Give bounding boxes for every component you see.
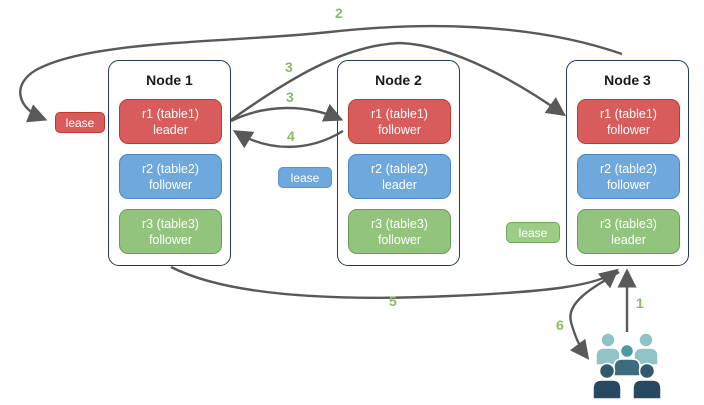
replica-name: r3 (table3) xyxy=(371,216,428,231)
node-2-replica-r2: r2 (table2) leader xyxy=(348,154,451,199)
step-number-4: 4 xyxy=(287,128,295,144)
replica-role: leader xyxy=(611,232,646,247)
replica-name: r2 (table2) xyxy=(371,161,428,176)
node-2-title: Node 2 xyxy=(375,72,422,88)
step-number-2: 2 xyxy=(335,5,343,21)
node-1-replica-r1: r1 (table1) leader xyxy=(119,99,222,144)
replica-role: follower xyxy=(148,177,193,192)
node-1-replica-r3: r3 (table3) follower xyxy=(119,209,222,254)
replica-role: follower xyxy=(377,232,422,247)
replica-name: r2 (table2) xyxy=(142,161,199,176)
node-2-box: Node 2 r1 (table1) follower r2 (table2) … xyxy=(337,60,460,266)
node-3-box: Node 3 r1 (table1) follower r2 (table2) … xyxy=(566,60,689,266)
step-number-5: 5 xyxy=(389,293,397,309)
replica-role: follower xyxy=(148,232,193,247)
replica-role: follower xyxy=(606,177,651,192)
step-number-3b: 3 xyxy=(286,89,294,105)
node-1-box: Node 1 r1 (table1) leader r2 (table2) fo… xyxy=(108,60,231,266)
step-number-3a: 3 xyxy=(285,59,293,75)
replica-role: leader xyxy=(382,177,417,192)
lease-label-green: lease xyxy=(506,222,560,243)
lease-label-blue: lease xyxy=(278,167,332,188)
replica-name: r1 (table1) xyxy=(600,106,657,121)
arrow-step-3-node1-to-node2 xyxy=(230,103,344,123)
node-3-title: Node 3 xyxy=(604,72,651,88)
replica-role: follower xyxy=(377,122,422,137)
step-number-1: 1 xyxy=(636,295,644,311)
node-3-replica-r1: r1 (table1) follower xyxy=(577,99,680,144)
users-icon xyxy=(592,332,662,400)
node-3-replica-r2: r2 (table2) follower xyxy=(577,154,680,199)
replica-name: r2 (table2) xyxy=(600,161,657,176)
node-1-title: Node 1 xyxy=(146,72,193,88)
replica-name: r1 (table1) xyxy=(371,106,428,121)
node-1-replica-r2: r2 (table2) follower xyxy=(119,154,222,199)
arrow-step-6-node3-to-users xyxy=(569,270,620,360)
node-3-replica-r3: r3 (table3) leader xyxy=(577,209,680,254)
replica-name: r1 (table1) xyxy=(142,106,199,121)
replica-role: leader xyxy=(153,122,188,137)
node-2-replica-r3: r3 (table3) follower xyxy=(348,209,451,254)
replica-role: follower xyxy=(606,122,651,137)
step-number-6: 6 xyxy=(556,317,564,333)
replica-name: r3 (table3) xyxy=(142,216,199,231)
replica-name: r3 (table3) xyxy=(600,216,657,231)
lease-label-red: lease xyxy=(55,112,105,133)
node-2-replica-r1: r1 (table1) follower xyxy=(348,99,451,144)
